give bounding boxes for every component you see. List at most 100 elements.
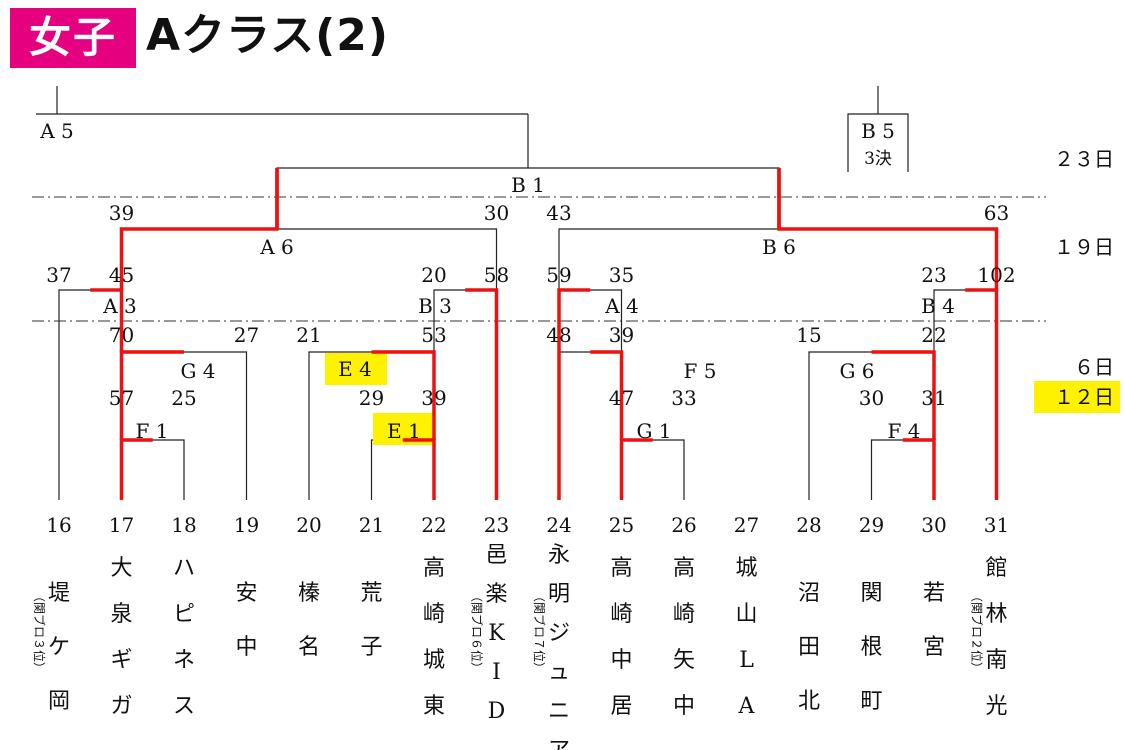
team-name-char: 田 xyxy=(798,635,820,660)
match-g1-bracket xyxy=(620,439,685,500)
team-name-char: ス xyxy=(173,694,195,719)
team-name-char: L xyxy=(739,648,754,673)
team-name-char: 堤 xyxy=(48,581,70,606)
match-label-b3: B 3 xyxy=(418,294,452,318)
match-label-g4: G 4 xyxy=(180,359,215,383)
team-name-char: ハ xyxy=(173,556,195,581)
team-name-17: 大泉ギガ xyxy=(110,556,132,719)
next-game-a5-label: A 5 xyxy=(39,119,74,143)
team-names: 16堤ケ岡（関ブロ３位）17大泉ギガ18ハピネス19安中20榛名21荒子22高崎… xyxy=(32,513,1009,750)
slot-number-29: 29 xyxy=(859,513,884,537)
winner-path-a4 xyxy=(557,288,591,500)
team-name-char: 崎 xyxy=(610,602,632,627)
score-f1-right: 25 xyxy=(171,386,196,410)
score-b3-left: 20 xyxy=(421,263,446,287)
team-name-char: 中 xyxy=(235,635,257,660)
bracket-lines xyxy=(36,86,998,500)
team-note-23: （関ブロ６位） xyxy=(470,590,485,674)
winner-path-f1 xyxy=(119,438,153,500)
team-name-29: 関根町 xyxy=(860,581,882,714)
slot-number-23: 23 xyxy=(484,513,509,537)
team-name-char: 永 xyxy=(548,543,570,568)
score-e1-right: 39 xyxy=(421,386,446,410)
match-label-a4: A 4 xyxy=(604,294,639,318)
team-name-char: 高 xyxy=(673,556,695,581)
slot-number-20: 20 xyxy=(296,513,321,537)
team-name-char: ケ xyxy=(48,635,70,660)
score-g1-right: 33 xyxy=(671,386,696,410)
score-g4-right: 27 xyxy=(234,323,259,347)
team-name-char: ア xyxy=(548,738,570,750)
score-f4-right: 31 xyxy=(921,386,946,410)
match-label-f5: F 5 xyxy=(684,359,717,383)
team-name-char: 関 xyxy=(860,581,882,606)
winner-path-e1 xyxy=(402,438,436,500)
slot-number-25: 25 xyxy=(609,513,634,537)
team-name-char: I xyxy=(492,660,501,685)
team-name-16: 堤ケ岡 xyxy=(48,581,70,714)
slot-number-30: 30 xyxy=(921,513,946,537)
slot-number-26: 26 xyxy=(671,513,696,537)
team-name-char: 若 xyxy=(923,581,945,606)
team-name-char: 南 xyxy=(985,648,1007,673)
score-e4-right: 53 xyxy=(421,323,446,347)
score-g4-left: 70 xyxy=(109,323,134,347)
score-f1-left: 57 xyxy=(109,386,134,410)
score-a3-right: 45 xyxy=(109,263,134,287)
match-label-a6: A 6 xyxy=(259,235,294,259)
score-a4-left: 59 xyxy=(546,263,571,287)
team-name-char: 高 xyxy=(423,556,445,581)
team-name-char: 明 xyxy=(548,582,570,607)
team-name-char: A xyxy=(738,694,756,719)
day-label-4: １２日 xyxy=(1054,385,1114,409)
team-name-char: 楽 xyxy=(485,582,507,607)
match-label-g6: G 6 xyxy=(839,359,874,383)
slot-number-24: 24 xyxy=(546,513,571,537)
team-note-24: （関ブロ７位） xyxy=(532,590,547,674)
slot-number-16: 16 xyxy=(46,513,71,537)
match-label-a3: A 3 xyxy=(102,294,137,318)
team-name-char: 安 xyxy=(235,581,257,606)
slot-number-21: 21 xyxy=(359,513,384,537)
highlight-e4 xyxy=(325,353,387,385)
slot-number-27: 27 xyxy=(734,513,759,537)
team-name-char: 岡 xyxy=(48,689,70,714)
team-name-char: 山 xyxy=(735,602,757,627)
team-name-char: 崎 xyxy=(423,602,445,627)
score-e1-left: 29 xyxy=(359,386,384,410)
slot-number-18: 18 xyxy=(171,513,196,537)
winner-path-g1 xyxy=(619,438,653,500)
team-name-21: 荒子 xyxy=(360,581,382,660)
team-name-char: 根 xyxy=(860,635,882,660)
team-name-char: 子 xyxy=(360,635,382,660)
team-name-char: 東 xyxy=(423,694,445,719)
highlight-day-12 xyxy=(1034,381,1120,413)
team-note-16: （関ブロ３位） xyxy=(32,590,47,674)
winner-path-f4 xyxy=(902,438,936,500)
match-label-b6: B 6 xyxy=(762,235,796,259)
team-name-char: ガ xyxy=(110,694,132,719)
match-f1-bracket xyxy=(120,439,185,500)
score-a6-left: 39 xyxy=(109,201,134,225)
winner-path-a6 xyxy=(119,168,279,290)
score-a3-left: 37 xyxy=(46,263,71,287)
team-name-char: D xyxy=(488,699,506,724)
team-name-char: ネ xyxy=(173,648,195,673)
team-name-char: 館 xyxy=(985,556,1007,581)
team-name-31: 館林南光 xyxy=(985,556,1007,719)
winner-path-e4 xyxy=(371,350,436,440)
day-label-1: ２３日 xyxy=(1054,147,1114,171)
match-f4-bracket xyxy=(870,439,935,500)
team-name-18: ハピネス xyxy=(173,556,195,719)
team-name-char: ギ xyxy=(110,648,132,673)
team-name-30: 若宮 xyxy=(923,581,945,660)
score-b4-right: 102 xyxy=(977,263,1015,287)
day-label-3: ６日 xyxy=(1074,355,1114,379)
match-label-e4: E 4 xyxy=(338,357,372,381)
team-name-char: 泉 xyxy=(110,602,132,627)
day-label-2: １９日 xyxy=(1054,235,1114,259)
team-name-char: 名 xyxy=(298,635,320,660)
team-name-char: 榛 xyxy=(298,581,320,606)
